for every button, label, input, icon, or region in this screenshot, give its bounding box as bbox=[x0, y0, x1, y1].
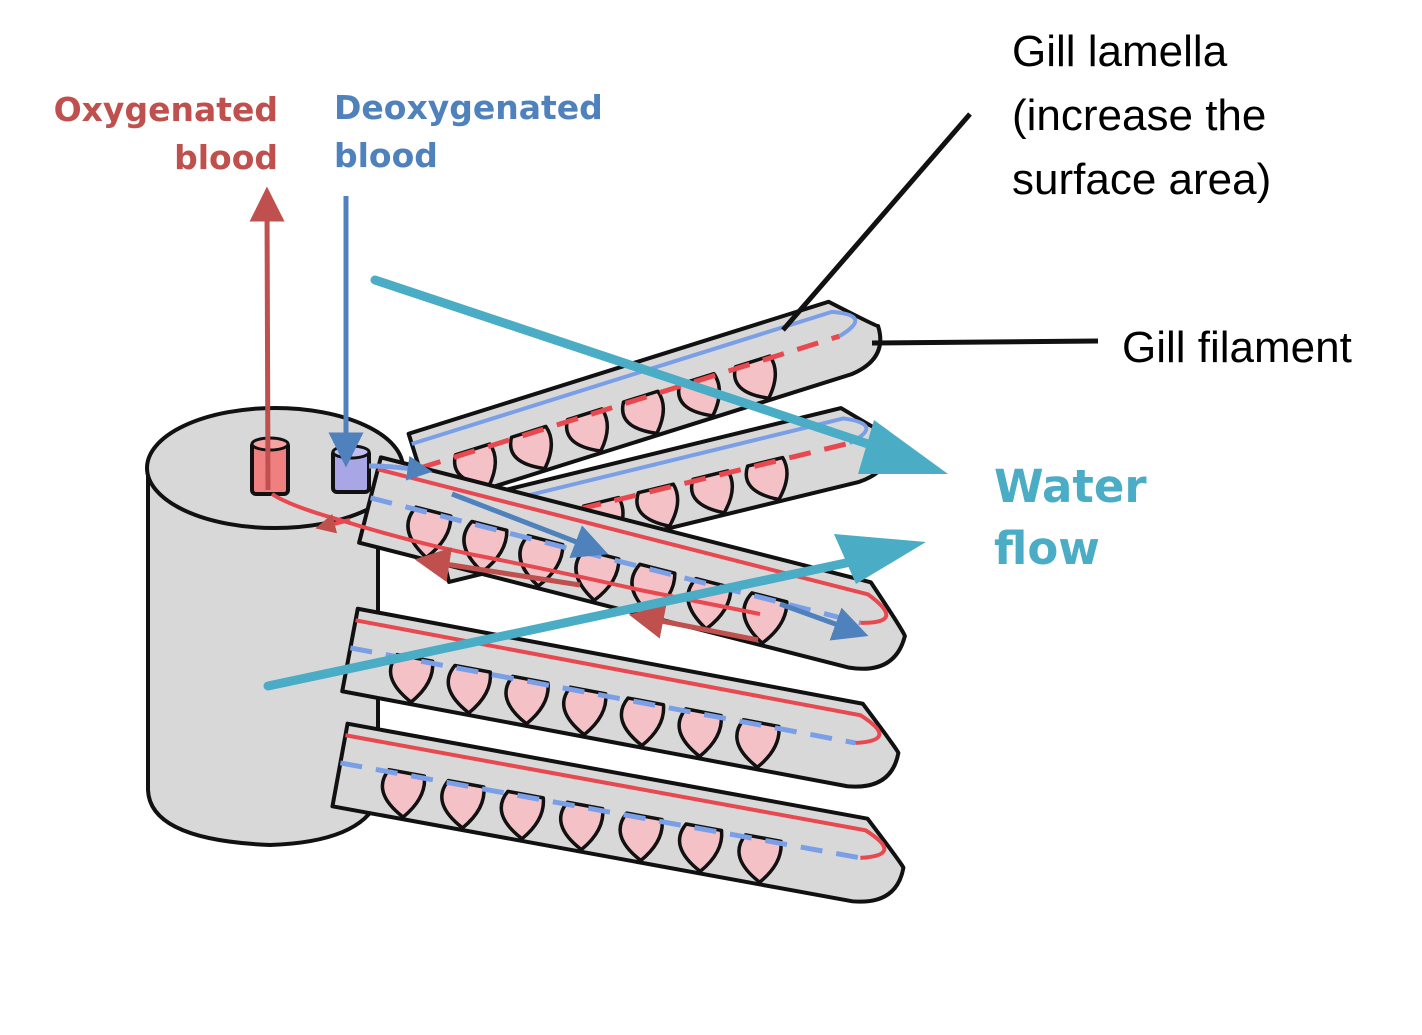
gill-filament bbox=[330, 721, 906, 904]
blood-flow-arrows bbox=[249, 186, 869, 643]
filament-vessel-solid bbox=[355, 618, 882, 745]
oxygenated-label-line1: Oxygenated bbox=[53, 90, 278, 129]
filament-vessel-solid bbox=[345, 733, 887, 860]
gill-arch bbox=[145, 406, 405, 847]
gill-lamella bbox=[388, 652, 435, 704]
water-flow-arrowhead-lower bbox=[834, 534, 926, 584]
gill-filament bbox=[406, 299, 883, 509]
gill-lamella bbox=[558, 800, 605, 852]
water-flow-label: Water flow bbox=[994, 456, 1147, 580]
water-flow-arrowhead-upper bbox=[858, 420, 948, 474]
oxygenated-flow-arrow-2 bbox=[628, 604, 759, 643]
oxygenated-flow-arrow bbox=[414, 547, 581, 588]
gill-lamella bbox=[635, 482, 680, 528]
deoxygenated-flow-arrow-2 bbox=[779, 601, 869, 641]
filament-vessel-dashed bbox=[369, 495, 862, 626]
gill-lamella bbox=[618, 811, 664, 863]
gill-filament bbox=[340, 606, 901, 789]
gill-lamella-leader bbox=[781, 112, 972, 332]
gill-lamella bbox=[499, 789, 546, 841]
oxygenated-blood-arrow bbox=[249, 186, 285, 491]
gill-lamella bbox=[737, 833, 783, 884]
oxygenated-label-line2: blood bbox=[174, 138, 278, 177]
gill-filament-leader bbox=[871, 338, 1099, 346]
filament-vessel-dashed bbox=[339, 760, 861, 861]
filament-vessel-solid bbox=[411, 309, 858, 446]
oxygenated-blood-label: Oxygenated blood bbox=[54, 86, 278, 182]
gill-lamella bbox=[677, 707, 724, 759]
deoxygenated-blood-label: Deoxygenated blood bbox=[334, 84, 603, 180]
deoxygenated-label-line1: Deoxygenated bbox=[334, 88, 603, 127]
water-flow-arrows bbox=[263, 275, 948, 691]
gill-lamella bbox=[735, 718, 781, 769]
gill-lamella bbox=[742, 591, 789, 645]
gill-lamella-label-line2: (increase the bbox=[1012, 91, 1267, 140]
gill-filaments bbox=[330, 299, 907, 904]
filament-vessel-dashed bbox=[418, 333, 841, 471]
gill-lamella bbox=[446, 663, 493, 715]
filament-vessel-solid bbox=[377, 467, 889, 625]
deoxygenated-flow-arrow bbox=[451, 491, 609, 559]
water-flow-arrow-upper bbox=[370, 275, 885, 453]
gill-lamella bbox=[561, 685, 608, 737]
water-flow-label-line2: flow bbox=[994, 522, 1100, 575]
deoxygenated-label-line2: blood bbox=[334, 136, 438, 175]
gill-lamella-label-line3: surface area) bbox=[1012, 155, 1272, 204]
gill-lamella bbox=[504, 674, 550, 726]
water-flow-label-line1: Water bbox=[994, 460, 1147, 513]
gill-lamella bbox=[508, 424, 554, 471]
gill-lamella-label: Gill lamella (increase the surface area) bbox=[1012, 20, 1271, 212]
gill-lamella bbox=[677, 822, 724, 874]
gill-lamella bbox=[518, 533, 565, 588]
filament-vessel-dashed bbox=[349, 645, 856, 746]
gill-lamella bbox=[380, 767, 427, 819]
gill-filament-label: Gill filament bbox=[1122, 323, 1352, 372]
gill-lamella bbox=[440, 778, 486, 830]
gill-lamella bbox=[574, 548, 621, 603]
gill-lamella bbox=[619, 696, 666, 748]
water-flow-arrow-lower bbox=[263, 555, 865, 691]
gill-lamella-label-line1: Gill lamella bbox=[1012, 27, 1228, 76]
leader-lines bbox=[781, 112, 1099, 346]
